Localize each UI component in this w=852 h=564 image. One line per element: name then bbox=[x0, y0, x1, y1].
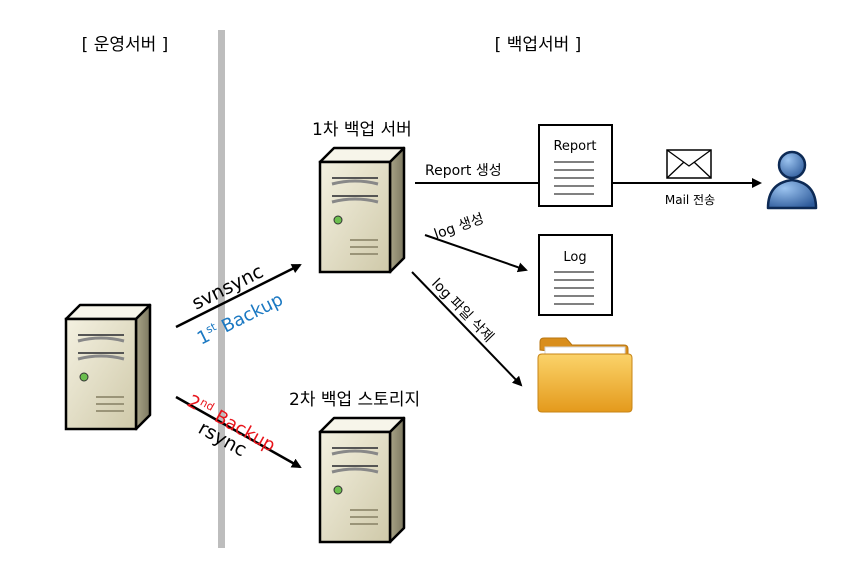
user-icon bbox=[766, 150, 818, 210]
section-divider bbox=[218, 30, 225, 548]
log-create-label: log 생성 bbox=[432, 211, 486, 243]
production-server-icon bbox=[64, 303, 152, 431]
log-delete-arrow bbox=[411, 271, 523, 387]
primary-backup-server-label: 1차 백업 서버 bbox=[312, 120, 412, 140]
primary-backup-server-icon bbox=[318, 146, 406, 274]
report-document-icon bbox=[538, 124, 613, 207]
rsync-arrow bbox=[175, 395, 302, 469]
mail-send-label: Mail 전송 bbox=[665, 193, 715, 207]
section-label-production: [ 운영서버 ] bbox=[82, 35, 169, 55]
log-delete-label: log 파일 삭제 bbox=[428, 276, 496, 346]
envelope-icon bbox=[666, 149, 712, 179]
secondary-backup-storage-icon bbox=[318, 416, 406, 544]
report-document-label: Report bbox=[553, 139, 596, 154]
folder-icon bbox=[537, 337, 633, 413]
svnsync-arrow bbox=[175, 263, 302, 329]
section-label-backup: [ 백업서버 ] bbox=[495, 35, 582, 55]
log-document-label: Log bbox=[563, 250, 586, 265]
log-create-arrow bbox=[424, 234, 528, 273]
report-create-label: Report 생성 bbox=[425, 163, 502, 179]
log-document-icon bbox=[538, 234, 613, 316]
secondary-backup-storage-label: 2차 백업 스토리지 bbox=[289, 390, 420, 410]
